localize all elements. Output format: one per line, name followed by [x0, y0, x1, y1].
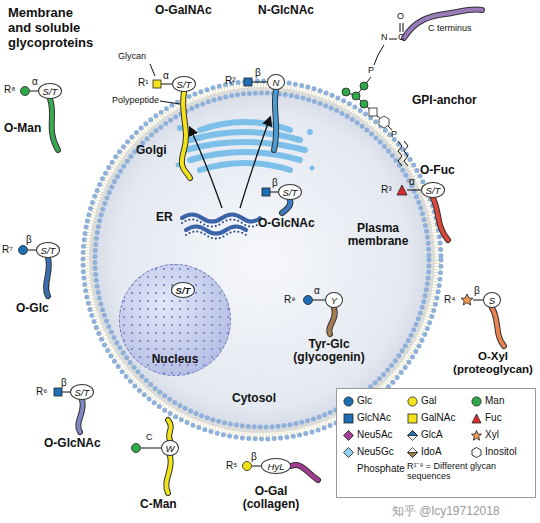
amino-acid-oval: N: [267, 74, 285, 90]
amino-acid-oval: S/T: [70, 384, 94, 400]
text-label: P: [368, 66, 374, 76]
text-label: O-Gal (collagen): [236, 485, 306, 511]
text-label: β: [26, 234, 32, 245]
text-label: α: [409, 176, 415, 187]
node-text: S/T: [41, 245, 56, 256]
text-label: O-GlcNAc: [44, 437, 101, 450]
legend-swatch: [343, 430, 354, 441]
text-label: β: [61, 377, 67, 388]
legend-swatch: [343, 413, 354, 424]
text-label: Glycan: [118, 52, 146, 62]
text-label: C terminus: [428, 24, 472, 34]
text-label: C: [398, 33, 405, 43]
text-label: β: [251, 451, 257, 462]
legend-swatch: [343, 396, 354, 407]
text-label: ER: [156, 211, 173, 224]
legend-swatch: [471, 396, 482, 407]
text-label: O-Glc: [16, 302, 49, 315]
legend-box: Glc Gal ManGlcNAc GalNAc FucNeu5Ac GlcA XylNeu…: [336, 388, 536, 498]
amino-acid-oval: W: [161, 440, 179, 456]
node-text: S/T: [426, 185, 441, 196]
text-label: R⁶: [36, 386, 47, 397]
node-text: S/T: [177, 79, 192, 90]
legend-text: Man: [485, 395, 504, 406]
legend-text: Xyl: [485, 429, 499, 440]
amino-acid-oval: S/T: [278, 184, 302, 200]
amino-acid-oval: S/T: [36, 242, 60, 258]
nucleus: Nucleus S/T: [119, 264, 231, 376]
amino-acid-oval: S: [483, 292, 501, 308]
text-label: β: [272, 177, 278, 188]
legend-swatch: [407, 396, 418, 407]
text-label: R⁸: [4, 84, 15, 95]
legend-text: Gal: [421, 395, 437, 406]
node-text: S/T: [176, 285, 191, 296]
inositol-symbol: [471, 447, 482, 458]
text-label: Polypeptide: [112, 96, 159, 106]
legend-swatch: [407, 413, 418, 424]
legend-text: R¹⁻⁹ = Different glycan sequences: [407, 462, 531, 482]
legend-text: Glc: [357, 395, 372, 406]
amino-acid-oval: Y: [325, 292, 343, 308]
amino-acid-oval: HyL: [261, 458, 291, 474]
text-label: R²: [225, 75, 236, 86]
text-label: Golgi: [136, 144, 167, 157]
text-label: N: [381, 33, 388, 43]
text-label: O-GlcNAc: [258, 217, 315, 230]
node-text: HyL: [268, 461, 285, 472]
text-label: α: [163, 70, 169, 81]
text-label: R⁹: [284, 294, 296, 305]
node-text: S/T: [43, 86, 58, 97]
node-text: S/T: [283, 187, 298, 198]
text-label: α: [314, 285, 320, 296]
node-text: S: [489, 295, 495, 306]
legend-text: Fuc: [485, 412, 502, 423]
amino-acid-oval: S/T: [421, 182, 445, 198]
text-label: O: [397, 12, 404, 22]
text-label: O-Man: [4, 122, 41, 135]
legend-swatch: [471, 430, 482, 441]
legend-swatch: [343, 447, 354, 458]
amino-acid-oval: S/T: [172, 76, 196, 92]
text-label: C-Man: [140, 498, 177, 511]
amino-acid-oval: S/T: [38, 83, 62, 99]
text-label: R⁷: [2, 244, 13, 255]
text-label: β: [474, 285, 480, 296]
text-label: P: [391, 130, 397, 140]
text-label: Tyr-Glc (glycogenin): [290, 338, 368, 364]
text-label: R⁴: [444, 294, 456, 305]
text-label: GPI-anchor: [412, 94, 477, 107]
text-label: N-GlcNAc: [258, 4, 314, 17]
text-label: Cytosol: [232, 392, 276, 405]
text-label: O-Xyl (proteoglycan): [450, 350, 536, 375]
text-label: R¹: [138, 77, 149, 88]
text-label: α: [32, 76, 38, 87]
legend-text: GlcNAc: [357, 412, 391, 423]
amino-acid-oval: S/T: [171, 282, 195, 298]
text-label: R³: [381, 184, 392, 195]
text-label: O-GalNAc: [155, 4, 212, 17]
node-text: N: [273, 77, 280, 88]
legend-text: IdoA: [421, 446, 442, 457]
legend-text: Phosphate: [357, 463, 405, 474]
legend-text: Neu5Ac: [357, 429, 393, 440]
text-label: C: [146, 433, 153, 443]
legend-text: GalNAc: [421, 412, 455, 423]
node-text: Nucleus: [152, 352, 199, 366]
legend-text: Neu5Gc: [357, 446, 394, 457]
legend-text: Inositol: [485, 446, 517, 457]
legend-text: GlcA: [421, 429, 443, 440]
text-label: O-Fuc: [420, 164, 455, 177]
text-label: R⁵: [226, 460, 237, 471]
legend-swatch: [407, 447, 418, 458]
figure-title: Membrane and soluble glycoproteins: [8, 6, 98, 51]
legend-swatch: [407, 430, 418, 441]
text-label: 知乎 @lcy19712018: [392, 505, 500, 518]
node-text: Y: [331, 295, 337, 306]
text-label: β: [255, 67, 261, 78]
legend-swatch: [471, 413, 482, 424]
node-text: S/T: [75, 387, 90, 398]
node-text: W: [166, 443, 175, 454]
text-label: Plasma membrane: [345, 222, 411, 248]
